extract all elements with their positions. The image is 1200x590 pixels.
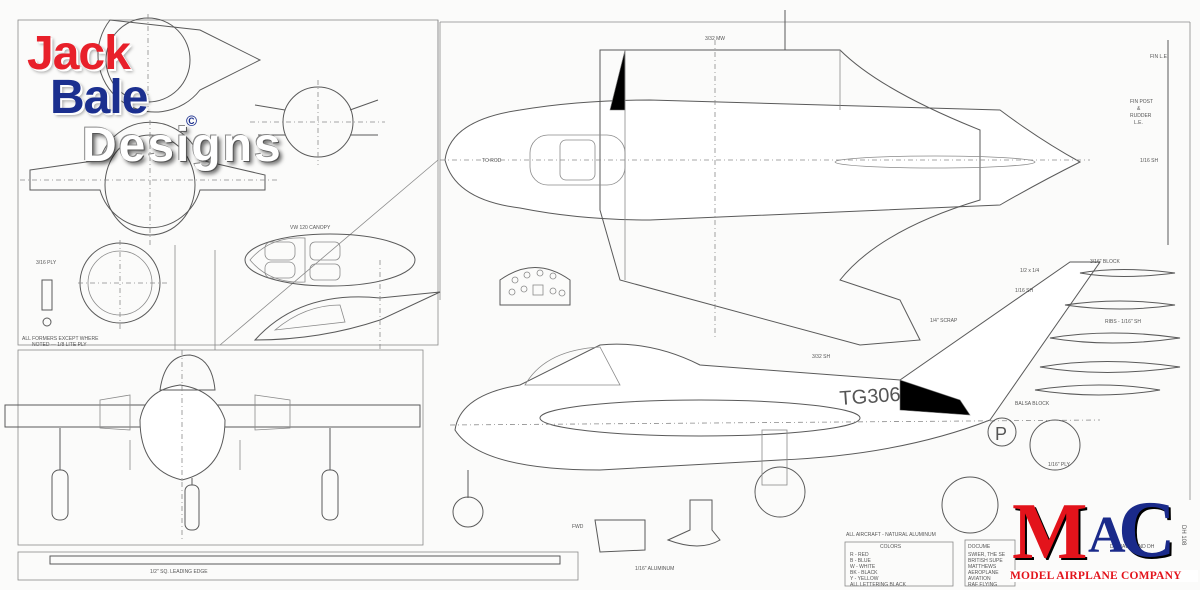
ref-line-3: MATTHEWS (968, 564, 997, 570)
mac-letter-m: M (1012, 488, 1088, 576)
to-rod-label: TO ROD (482, 158, 502, 164)
color-blue: B - BLUE (850, 558, 872, 564)
mac-letter-c: C (1118, 486, 1176, 574)
logo-designs: Designs (82, 119, 283, 172)
half-sq-label: 1/2 x 1/4 (1020, 268, 1039, 274)
sheet-label: 1/16 SH (1140, 158, 1158, 164)
instrument-panel (499, 267, 571, 306)
fin-post-label-1: FIN POST (1130, 99, 1153, 105)
registration-text: TG306 (839, 384, 902, 410)
block-label: 3/16" BLOCK (1090, 259, 1121, 265)
fin-post-label-3: RUDDER (1130, 113, 1152, 119)
plan-view (440, 10, 1169, 346)
aircraft-note: ALL AIRCRAFT - NATURAL ALUMINUM (846, 532, 936, 538)
logo-bale: Bale (50, 71, 148, 124)
former-drawings (20, 14, 385, 330)
ref-line-1: SWIER, THE SE (968, 552, 1006, 558)
mac-tagline: MODEL AIRPLANE COMPANY (1010, 570, 1198, 582)
ref-line-4: AEROPLANE (968, 570, 999, 576)
lettering-note: ALL LETTERING BLACK (850, 582, 907, 588)
sh-label: 1/16 SH (1015, 288, 1033, 294)
fwd-label: FWD (572, 524, 584, 530)
side-tab-label: DH 108 (1180, 525, 1186, 546)
ply-116-label: 1/16" PLY (1048, 462, 1071, 468)
scrap-label: 1/4" SCRAP (930, 318, 958, 324)
havilland-label: DE HAVILLAND DH (1110, 544, 1155, 550)
ref-line-5: AVIATION (968, 576, 991, 582)
ref-line-2: BRITISH SUPE (968, 558, 1003, 564)
p-marking: P (995, 424, 1007, 444)
top-dim-label: 3/32 MW (705, 36, 725, 42)
balsa-block-label: BALSA BLOCK (1015, 401, 1050, 407)
logo-jack: Jack (27, 27, 131, 80)
leading-edge-strip (49, 555, 561, 565)
color-black: BK - BLACK (850, 570, 878, 576)
doc-title: DOCUME (968, 544, 991, 550)
rib-profiles (1034, 269, 1181, 396)
fin-le-label: FIN L.E. (1150, 54, 1168, 60)
ply-label: 3/16 PLY (36, 260, 57, 266)
formers-note-1: ALL FORMERS EXCEPT WHERE (22, 336, 99, 342)
canopy-label: VW 120 CANOPY (290, 225, 331, 231)
front-view (4, 350, 421, 540)
fin-post-label-2: & (1137, 106, 1141, 112)
mac-letter-a: A (1088, 507, 1126, 564)
copyright-symbol: © (186, 113, 198, 130)
ribs-label: RIBS - 1/16" SH (1105, 319, 1141, 325)
ref-line-6: RAF FLYING (968, 582, 997, 588)
color-red: R - RED (850, 552, 869, 558)
color-white: W - WHITE (850, 564, 876, 570)
mac-logo: M A C MODEL AIRPLANE COMPANY (1010, 486, 1198, 588)
formers-note-2: NOTED — 1/8 LITE PLY (32, 342, 87, 348)
sheet-332-label: 3/32 SH (812, 354, 830, 360)
p-marking-circle (987, 417, 1017, 447)
canopy-drawing (244, 233, 441, 350)
colors-title: COLORS (880, 544, 902, 550)
documentation-box (964, 539, 1016, 587)
side-view (449, 261, 1101, 534)
small-parts (594, 499, 721, 553)
fin-post-label-4: L.E. (1134, 120, 1143, 126)
aluminum-label: 1/16" ALUMINUM (635, 566, 674, 572)
leading-edge-label: 1/2" SQ. LEADING EDGE (150, 569, 208, 575)
color-yellow: Y - YELLOW (850, 576, 879, 582)
color-chart-box (844, 541, 954, 587)
